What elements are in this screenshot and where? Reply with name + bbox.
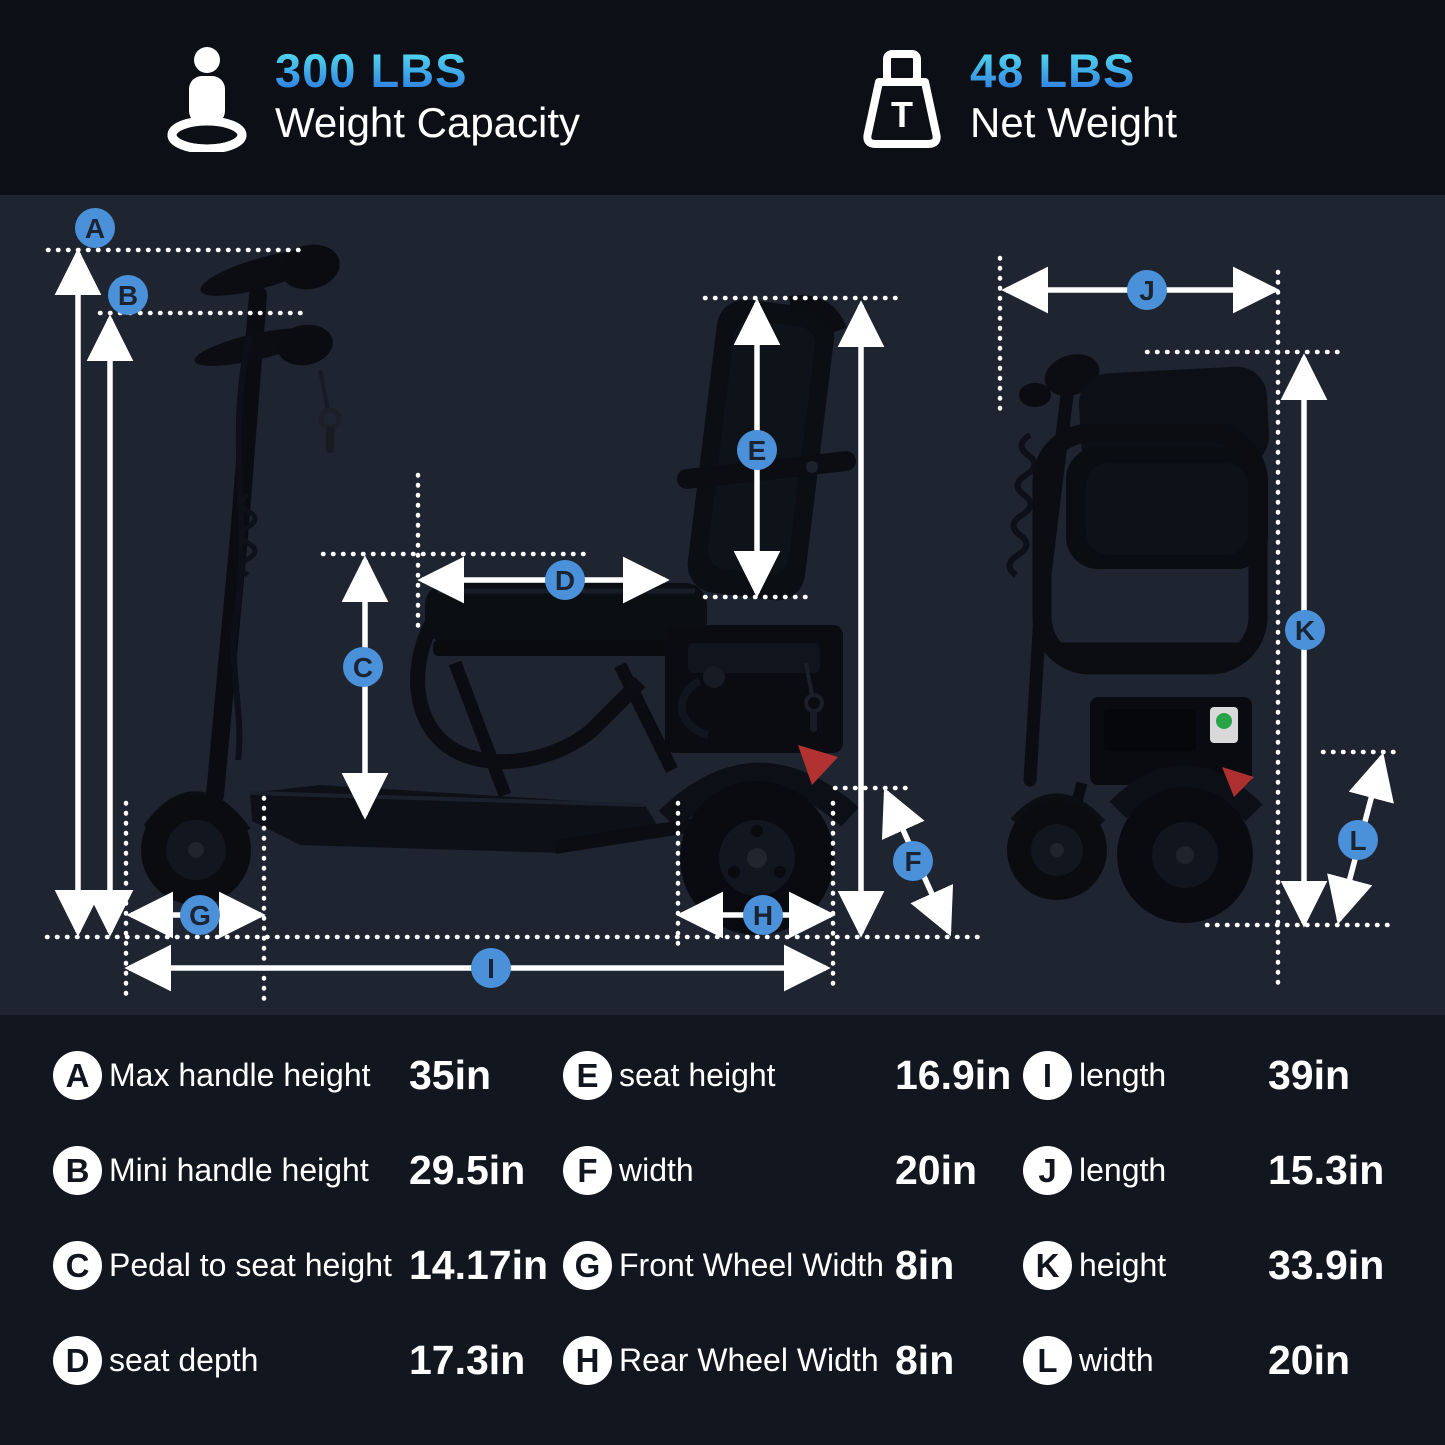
spec-letter-badge: D: [53, 1336, 102, 1385]
spec-value: 20in: [1268, 1337, 1351, 1383]
spec-label: seat height: [619, 1057, 776, 1093]
spec-table: A Max handle height 35in B Mini handle h…: [0, 1015, 1445, 1445]
dim-badge-i: I: [471, 948, 511, 988]
spec-value: 14.17in: [409, 1242, 549, 1288]
spec-column-3: I length 39in J length 15.3in K height 3…: [1023, 1028, 1384, 1408]
spec-row-e: E seat height 16.9in: [563, 1028, 1011, 1123]
spec-value: 33.9in: [1268, 1242, 1385, 1288]
scooter-side-photo: [141, 244, 859, 935]
spec-value: 35in: [409, 1052, 492, 1098]
spec-row-h: H Rear Wheel Width 8in: [563, 1313, 1011, 1408]
dim-badge-d: D: [545, 560, 585, 600]
weight-capacity-label: Weight Capacity: [275, 99, 581, 147]
weight-capacity-spec: 300 LBS Weight Capacity: [165, 46, 580, 152]
svg-text:C: C: [353, 652, 373, 683]
net-weight-value: 48 LBS: [970, 46, 1177, 96]
net-weight-label: Net Weight: [970, 99, 1177, 147]
spec-row-c: C Pedal to seat height 14.17in: [53, 1218, 548, 1313]
spec-label: width: [619, 1152, 694, 1188]
spec-row-k: K height 33.9in: [1023, 1218, 1384, 1313]
spec-row-i: I length 39in: [1023, 1028, 1384, 1123]
spec-value: 17.3in: [409, 1337, 526, 1383]
net-weight-spec: T 48 LBS Net Weight: [860, 46, 1177, 152]
svg-text:I: I: [487, 953, 495, 984]
svg-text:E: E: [748, 435, 767, 466]
spec-column-2: E seat height 16.9in F width 20in G Fron…: [563, 1028, 1011, 1408]
spec-letter-badge: H: [563, 1336, 612, 1385]
spec-label: Mini handle height: [109, 1152, 369, 1188]
spec-label: Rear Wheel Width: [619, 1342, 879, 1378]
spec-letter-badge: G: [563, 1241, 612, 1290]
spec-label: Max handle height: [109, 1057, 371, 1093]
spec-letter-badge: K: [1023, 1241, 1072, 1290]
spec-label: length: [1079, 1152, 1167, 1188]
spec-letter-badge: I: [1023, 1051, 1072, 1100]
svg-text:J: J: [1139, 275, 1155, 306]
weight-icon-letter: T: [891, 94, 913, 135]
dim-badge-e: E: [737, 430, 777, 470]
dim-badge-j: J: [1127, 270, 1167, 310]
scooter-folded-photo: [1006, 354, 1269, 923]
svg-text:B: B: [118, 280, 138, 311]
spec-label: Front Wheel Width: [619, 1247, 884, 1283]
spec-row-l: L width 20in: [1023, 1313, 1384, 1408]
svg-text:G: G: [189, 900, 211, 931]
spec-label: height: [1079, 1247, 1167, 1283]
spec-value: 15.3in: [1268, 1147, 1385, 1193]
spec-value: 29.5in: [409, 1147, 526, 1193]
svg-text:F: F: [904, 846, 921, 877]
spec-letter-badge: F: [563, 1146, 612, 1195]
spec-column-1: A Max handle height 35in B Mini handle h…: [53, 1028, 548, 1408]
spec-letter-badge: C: [53, 1241, 102, 1290]
dim-badge-c: C: [343, 647, 383, 687]
spec-label: width: [1079, 1342, 1154, 1378]
spec-row-b: B Mini handle height 29.5in: [53, 1123, 548, 1218]
weight-capacity-text: 300 LBS Weight Capacity: [275, 46, 580, 147]
spec-value: 8in: [895, 1242, 955, 1288]
weight-capacity-value: 300 LBS: [275, 46, 580, 96]
spec-letter-badge: J: [1023, 1146, 1072, 1195]
weight-icon: T: [863, 50, 941, 148]
dim-badge-f: F: [893, 841, 933, 881]
dim-badge-g: G: [180, 895, 220, 935]
svg-text:D: D: [555, 565, 575, 596]
dim-badge-b: B: [108, 275, 148, 315]
dim-badge-a: A: [75, 208, 115, 248]
header-bar: 300 LBS Weight Capacity T 48 LBS Net Wei…: [0, 0, 1445, 195]
dim-badge-h: H: [743, 895, 783, 935]
spec-letter-badge: A: [53, 1051, 102, 1100]
svg-text:K: K: [1295, 615, 1315, 646]
svg-text:A: A: [85, 213, 105, 244]
spec-label: length: [1079, 1057, 1167, 1093]
dim-badge-l: L: [1338, 820, 1378, 860]
spec-row-d: D seat depth 17.3in: [53, 1313, 548, 1408]
net-weight-text: 48 LBS Net Weight: [970, 46, 1177, 147]
spec-row-f: F width 20in: [563, 1123, 1011, 1218]
svg-text:L: L: [1349, 825, 1366, 856]
spec-row-j: J length 15.3in: [1023, 1123, 1384, 1218]
spec-letter-badge: E: [563, 1051, 612, 1100]
spec-row-g: G Front Wheel Width 8in: [563, 1218, 1011, 1313]
person-icon: [167, 47, 247, 152]
diagram-svg: A B C D E F G H I J K L: [44, 208, 1401, 1003]
spec-value: 8in: [895, 1337, 955, 1383]
spec-row-a: A Max handle height 35in: [53, 1028, 548, 1123]
spec-letter-badge: L: [1023, 1336, 1072, 1385]
spec-value: 39in: [1268, 1052, 1351, 1098]
dimension-diagram: A B C D E F G H I J K L: [0, 195, 1445, 1015]
spec-value: 20in: [895, 1147, 978, 1193]
spec-label: seat depth: [109, 1342, 259, 1378]
svg-text:H: H: [753, 900, 773, 931]
spec-letter-badge: B: [53, 1146, 102, 1195]
dim-badge-k: K: [1285, 610, 1325, 650]
spec-value: 16.9in: [895, 1052, 1012, 1098]
spec-label: Pedal to seat height: [109, 1247, 392, 1283]
